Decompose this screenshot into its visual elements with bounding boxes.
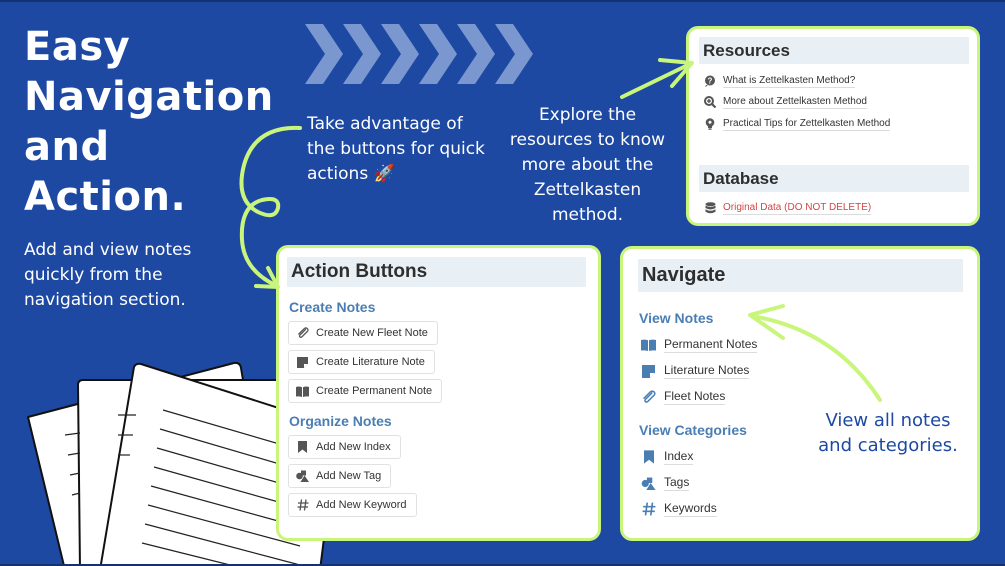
callout-resources: Explore the resources to know more about… xyxy=(509,105,666,225)
nav-link-index[interactable]: Index xyxy=(641,444,977,470)
database-link-label: Original Data (DO NOT DELETE) xyxy=(723,202,872,216)
nav-link-fleet-notes[interactable]: Fleet Notes xyxy=(641,384,977,410)
open-book-icon xyxy=(296,385,309,398)
database-header: Database xyxy=(699,164,969,192)
nav-link-label: Fleet Notes xyxy=(664,389,726,405)
chevron-icon xyxy=(419,24,457,84)
nav-link-label: Permanent Notes xyxy=(664,337,758,353)
sticky-note-icon xyxy=(641,364,656,379)
resources-list: ? What is Zettelkasten Method? More abou… xyxy=(703,70,977,135)
nav-link-keywords[interactable]: Keywords xyxy=(641,496,977,522)
chevron-icon xyxy=(343,24,381,84)
zoom-in-icon xyxy=(703,95,717,109)
create-permanent-note-button[interactable]: Create Permanent Note xyxy=(288,379,443,403)
question-bubble-icon: ? xyxy=(703,74,717,88)
nav-link-tags[interactable]: Tags xyxy=(641,470,977,496)
view-notes-title: View Notes xyxy=(639,310,714,326)
button-label: Add New Tag xyxy=(316,470,382,482)
hashtag-icon xyxy=(641,502,656,517)
open-book-icon xyxy=(641,338,656,353)
resources-card: Resources ? What is Zettelkasten Method?… xyxy=(686,26,980,226)
create-fleet-note-button[interactable]: Create New Fleet Note xyxy=(288,321,438,345)
bottom-border xyxy=(0,564,1005,566)
chevron-icon xyxy=(495,24,533,84)
hero-subtitle: Add and view notes quickly from the navi… xyxy=(24,240,192,310)
chevrons-decoration xyxy=(305,24,533,84)
add-keyword-button[interactable]: Add New Keyword xyxy=(288,493,417,517)
resources-header: Resources xyxy=(699,37,969,64)
bookmark-icon xyxy=(296,441,309,454)
nav-link-label: Index xyxy=(664,449,694,465)
hero-title-line: Easy xyxy=(24,24,131,70)
chevron-icon xyxy=(305,24,343,84)
nav-link-permanent-notes[interactable]: Permanent Notes xyxy=(641,332,977,358)
action-buttons-card: Action Buttons Create Notes Create New F… xyxy=(276,245,601,541)
nav-link-label: Keywords xyxy=(664,501,717,517)
svg-text:?: ? xyxy=(708,76,713,85)
chevron-icon xyxy=(381,24,419,84)
create-notes-title: Create Notes xyxy=(289,299,376,315)
shapes-icon xyxy=(641,476,656,491)
shapes-icon xyxy=(296,470,309,483)
resource-link-more-about[interactable]: More about Zettelkasten Method xyxy=(703,92,977,114)
database-link-original-data[interactable]: Original Data (DO NOT DELETE) xyxy=(703,198,977,220)
nav-link-label: Tags xyxy=(664,475,690,491)
button-label: Add New Keyword xyxy=(316,499,407,511)
add-tag-button[interactable]: Add New Tag xyxy=(288,464,392,488)
chevron-icon xyxy=(457,24,495,84)
sticky-note-icon xyxy=(296,356,309,369)
resource-link-label: Practical Tips for Zettelkasten Method xyxy=(723,117,891,131)
nav-link-literature-notes[interactable]: Literature Notes xyxy=(641,358,977,384)
create-literature-note-button[interactable]: Create Literature Note xyxy=(288,350,435,374)
resource-link-practical-tips[interactable]: Practical Tips for Zettelkasten Method xyxy=(703,113,977,135)
hero-title-line: Navigation xyxy=(24,74,274,120)
add-index-button[interactable]: Add New Index xyxy=(288,435,401,459)
organize-notes-title: Organize Notes xyxy=(289,413,392,429)
database-list: Original Data (DO NOT DELETE) xyxy=(703,198,977,220)
bookmark-icon xyxy=(641,450,656,465)
navigate-header: Navigate xyxy=(638,259,963,292)
button-label: Create New Fleet Note xyxy=(316,327,428,339)
curly-arrow-head xyxy=(254,266,280,289)
hashtag-icon xyxy=(296,499,309,512)
button-label: Create Permanent Note xyxy=(316,385,433,397)
resource-link-label: More about Zettelkasten Method xyxy=(723,96,867,110)
action-buttons-header: Action Buttons xyxy=(287,257,586,287)
navigate-card: Navigate View Notes Permanent Notes Lite… xyxy=(620,246,980,541)
callout-actions: Take advantage of the buttons for quick … xyxy=(307,114,485,184)
resource-link-what-is[interactable]: ? What is Zettelkasten Method? xyxy=(703,70,977,92)
hero-title-line: Action. xyxy=(24,174,187,220)
nav-link-label: Literature Notes xyxy=(664,363,750,379)
hero-title: Easy Navigation and Action. xyxy=(24,22,274,222)
database-icon xyxy=(703,201,717,215)
button-label: Add New Index xyxy=(316,441,391,453)
resource-link-label: What is Zettelkasten Method? xyxy=(723,74,856,88)
paperclip-icon xyxy=(296,327,309,340)
resources-arrow xyxy=(620,62,692,99)
button-label: Create Literature Note xyxy=(316,356,425,368)
callout-navigate: View all notes and categories. xyxy=(818,410,958,456)
top-border xyxy=(0,0,1005,2)
hero-title-line: and xyxy=(24,124,110,170)
lightbulb-icon xyxy=(703,117,717,131)
view-categories-title: View Categories xyxy=(639,422,747,438)
paperclip-icon xyxy=(641,390,656,405)
